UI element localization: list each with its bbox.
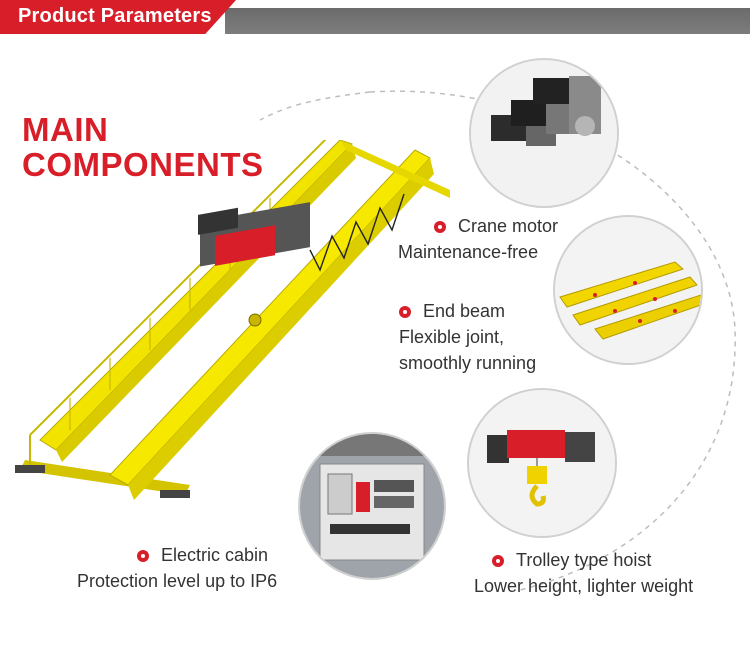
- header-gray-strip: [225, 8, 750, 34]
- end-beam-desc-2: smoothly running: [399, 353, 537, 373]
- trolley-hoist-desc: Lower height, lighter weight: [474, 576, 694, 596]
- header-tab-label: Product Parameters: [18, 5, 212, 27]
- bullet-icon: [434, 221, 446, 233]
- end-beam-image: [553, 215, 703, 365]
- end-beam-callout: End beam Flexible joint, smoothly runnin…: [399, 298, 536, 376]
- electric-cabin-title: Electric cabin: [137, 542, 277, 568]
- trolley-hoist-image: [467, 388, 617, 538]
- crane-motor-image: [469, 58, 619, 208]
- electric-cabin-desc: Protection level up to IP6: [77, 571, 278, 591]
- title-line-2: COMPONENTS: [22, 146, 264, 183]
- page-title: MAIN COMPONENTS: [22, 112, 264, 182]
- crane-motor-callout: Crane motor Maintenance-free: [398, 213, 558, 265]
- trolley-hoist-title: Trolley type hoist: [492, 547, 693, 573]
- trolley-hoist-callout: Trolley type hoist Lower height, lighter…: [474, 547, 693, 599]
- header-tab: [0, 0, 236, 34]
- end-beam-title: End beam: [399, 298, 536, 324]
- bullet-icon: [137, 550, 149, 562]
- crane-motor-desc: Maintenance-free: [398, 242, 539, 262]
- electric-cabin-callout: Electric cabin Protection level up to IP…: [77, 542, 277, 594]
- end-beam-desc-1: Flexible joint,: [399, 327, 505, 347]
- double-girder-crane-image: [15, 140, 450, 500]
- bullet-icon: [492, 555, 504, 567]
- electric-cabin-image: [298, 432, 446, 580]
- header-bar: Product Parameters: [0, 0, 750, 40]
- crane-motor-title: Crane motor: [434, 213, 558, 239]
- title-line-1: MAIN: [22, 111, 109, 148]
- bullet-icon: [399, 306, 411, 318]
